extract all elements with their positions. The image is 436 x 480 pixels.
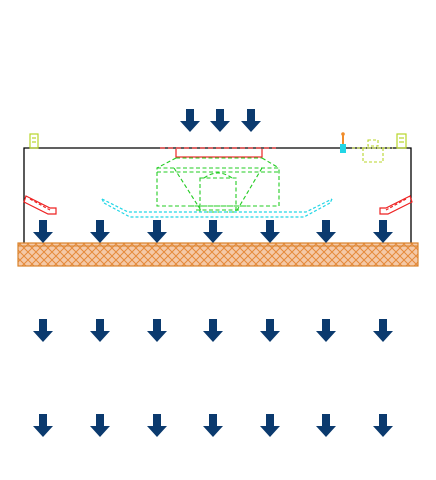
top-inflow-arrows [180, 109, 261, 132]
control-box [352, 139, 393, 163]
down-arrow-icon [203, 414, 223, 437]
fan-top-plate [160, 147, 276, 158]
down-arrow-icon [260, 220, 280, 243]
down-arrow-icon [210, 109, 230, 132]
down-arrow-icon [316, 414, 336, 437]
down-arrow-icon [90, 319, 110, 342]
airflow-arrow-rows [33, 220, 393, 437]
left-side-nozzle [23, 195, 57, 215]
down-arrow-icon [373, 414, 393, 437]
unit-housing [23, 147, 412, 243]
down-arrow-icon [33, 414, 53, 437]
down-arrow-icon [260, 414, 280, 437]
right-mount-bracket [396, 133, 407, 149]
down-arrow-icon [373, 319, 393, 342]
left-mount-bracket [29, 133, 39, 149]
valve-fitting [340, 132, 346, 153]
down-arrow-icon [241, 109, 261, 132]
down-arrow-icon [203, 319, 223, 342]
down-arrow-icon [373, 220, 393, 243]
down-arrow-icon [316, 319, 336, 342]
filter-panel [17, 242, 419, 267]
down-arrow-icon [260, 319, 280, 342]
right-side-nozzle [379, 195, 413, 215]
down-arrow-icon [316, 220, 336, 243]
down-arrow-icon [90, 414, 110, 437]
housing-outline [23, 147, 412, 243]
fan-motor-assembly [156, 157, 280, 213]
down-arrow-icon [33, 220, 53, 243]
down-arrow-icon [147, 220, 167, 243]
down-arrow-icon [33, 319, 53, 342]
down-arrow-icon [203, 220, 223, 243]
down-arrow-icon [147, 319, 167, 342]
cyan-duct [101, 198, 333, 218]
down-arrow-icon [180, 109, 200, 132]
down-arrow-icon [147, 414, 167, 437]
down-arrow-icon [90, 220, 110, 243]
